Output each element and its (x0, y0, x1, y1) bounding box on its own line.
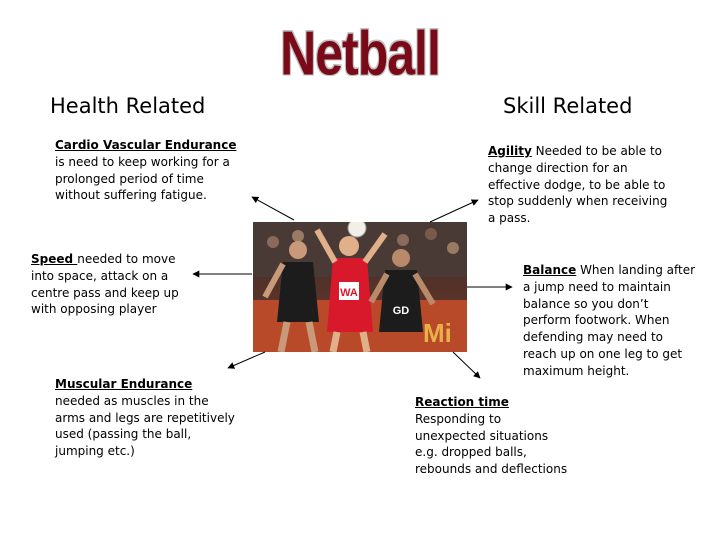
reaction-line-4: rebounds and deflections (415, 462, 568, 477)
muscular-term: Muscular Endurance (55, 377, 193, 391)
balance-block: Balance When landing after a jump need t… (523, 262, 698, 380)
balance-term: Balance (523, 263, 577, 277)
cardio-block: Cardio Vascular Endurance is need to kee… (55, 137, 245, 204)
arrow-muscular (227, 351, 266, 369)
arrow-reaction (452, 351, 481, 379)
agility-block: Agility Needed to be able to change dire… (488, 143, 673, 227)
reaction-line-2: unexpected situations (415, 428, 549, 443)
reaction-line-3: e.g. dropped balls, (415, 445, 527, 460)
netball-photo: Mi WA GD (253, 222, 467, 352)
reaction-term: Reaction time (415, 395, 509, 409)
speed-text: needed to move into space, attack on a c… (31, 252, 179, 317)
speed-term: Speed (31, 252, 78, 266)
cardio-text: is need to keep working for a prolonged … (55, 154, 230, 203)
page-title: Netball (280, 18, 441, 88)
heading-health-related: Health Related (50, 94, 206, 118)
heading-skill-related: Skill Related (503, 94, 633, 118)
arrow-agility (429, 199, 479, 223)
speed-block: Speed needed to move into space, attack … (31, 251, 193, 318)
reaction-block: Reaction time Responding to unexpected s… (415, 394, 615, 478)
balance-text: When landing after a jump need to mainta… (523, 263, 696, 378)
agility-term: Agility (488, 144, 532, 158)
bib-left: WA (340, 287, 358, 299)
muscular-text: needed as muscles in the arms and legs a… (55, 393, 235, 459)
cardio-term: Cardio Vascular Endurance (55, 138, 237, 152)
netball-photo-illustration: Mi WA GD (253, 222, 467, 352)
bib-right: GD (393, 305, 410, 317)
reaction-line-1: Responding to (415, 411, 502, 426)
muscular-block: Muscular Endurance needed as muscles in … (55, 376, 235, 460)
agility-text: Needed to be able to change direction fo… (488, 144, 668, 226)
svg-text:Mi: Mi (423, 318, 452, 348)
arrow-cardio (251, 196, 295, 221)
